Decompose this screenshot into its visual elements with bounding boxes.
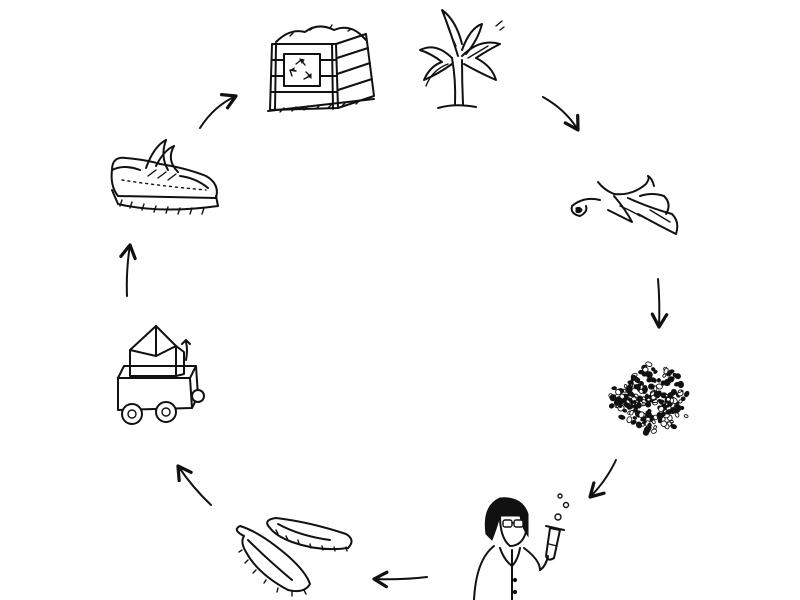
pellet — [634, 376, 641, 384]
pellet — [656, 378, 661, 383]
pellet — [659, 399, 665, 405]
pellet — [611, 386, 617, 391]
pellet — [645, 401, 652, 408]
compost-bin-icon — [267, 24, 375, 113]
pellet — [609, 394, 617, 402]
pellet — [633, 399, 637, 405]
delivery-cart-icon — [117, 325, 205, 425]
pellet — [630, 419, 637, 425]
pellet — [636, 402, 642, 409]
pellet — [657, 417, 663, 424]
pellet — [627, 397, 632, 402]
pellet — [647, 408, 652, 413]
pellet — [663, 367, 669, 375]
pellet — [643, 389, 648, 393]
pellet — [635, 383, 642, 389]
pellet — [651, 419, 656, 425]
pellet — [627, 404, 634, 410]
pellet — [633, 406, 638, 413]
pellet — [651, 428, 657, 434]
pellet — [660, 420, 668, 427]
pellet — [649, 377, 657, 383]
pellet — [647, 422, 652, 428]
pellet — [667, 392, 674, 399]
arrow-peel-to-pellets — [650, 278, 669, 329]
pellet — [669, 420, 674, 424]
banana-plant-icon — [419, 9, 505, 109]
pellet — [615, 389, 622, 396]
pellet — [640, 416, 646, 422]
pellet — [632, 416, 637, 420]
pellet — [677, 389, 682, 393]
pellet — [638, 369, 645, 375]
pellet — [678, 399, 683, 404]
pellet — [622, 408, 628, 413]
pellet — [626, 416, 633, 424]
pellet — [638, 411, 645, 418]
pellet — [674, 373, 681, 380]
arrow-compost-to-plant — [199, 93, 238, 129]
pellet — [630, 378, 635, 383]
pellet — [630, 393, 636, 398]
arrow-pellets-to-scientist — [588, 459, 617, 499]
pellet — [618, 414, 626, 420]
pellet — [618, 403, 623, 409]
arrow-flats-to-cart — [176, 464, 212, 506]
ballet-flats-icon — [235, 517, 353, 597]
pellet — [651, 367, 656, 372]
pellet — [661, 411, 666, 417]
pellet — [670, 424, 677, 430]
pellet — [658, 406, 665, 412]
cycle-arrows — [119, 93, 669, 589]
pellet — [629, 409, 634, 416]
scientist-icon — [473, 493, 570, 600]
pellet — [673, 406, 681, 414]
pellet — [660, 380, 666, 386]
pellet — [608, 403, 615, 409]
pellet — [665, 409, 673, 415]
pellet — [642, 420, 647, 425]
pellet — [644, 393, 649, 400]
pellet — [648, 383, 655, 390]
pellet — [619, 393, 625, 400]
banana-peel-icon — [570, 175, 679, 235]
pellet — [623, 384, 628, 389]
arrow-cart-to-sneaker — [119, 243, 137, 297]
pellet — [653, 391, 660, 398]
pellet — [627, 384, 633, 392]
pellet — [677, 380, 684, 389]
pellet — [645, 361, 653, 367]
arrow-scientist-to-flats — [372, 570, 428, 589]
pellet — [646, 371, 653, 376]
pellet — [683, 390, 690, 398]
sneaker-icon — [110, 139, 219, 215]
pellet — [653, 425, 657, 430]
pellet — [655, 383, 663, 390]
arrow-plant-to-peel — [542, 96, 580, 132]
pellet — [683, 414, 689, 419]
pellets-icon — [608, 361, 690, 436]
pellet — [665, 397, 671, 402]
pellet — [642, 429, 650, 436]
